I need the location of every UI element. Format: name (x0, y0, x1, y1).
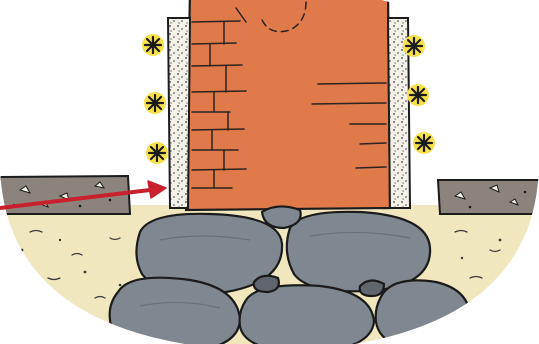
brick-wall (186, 0, 390, 210)
asterisk-icon (146, 142, 168, 164)
concrete-slab-right (438, 180, 539, 214)
stone (254, 276, 279, 292)
asterisk-icon (413, 132, 435, 154)
render-strip-left-speckle (168, 18, 190, 208)
stone (262, 206, 301, 228)
asterisk-icon (403, 35, 425, 57)
asterisk-icon (144, 92, 166, 114)
asterisk-icon (407, 84, 429, 106)
stone (360, 280, 384, 296)
stone (287, 212, 430, 291)
stone (240, 285, 374, 344)
asterisk-icon (142, 34, 164, 56)
stone (376, 280, 470, 344)
